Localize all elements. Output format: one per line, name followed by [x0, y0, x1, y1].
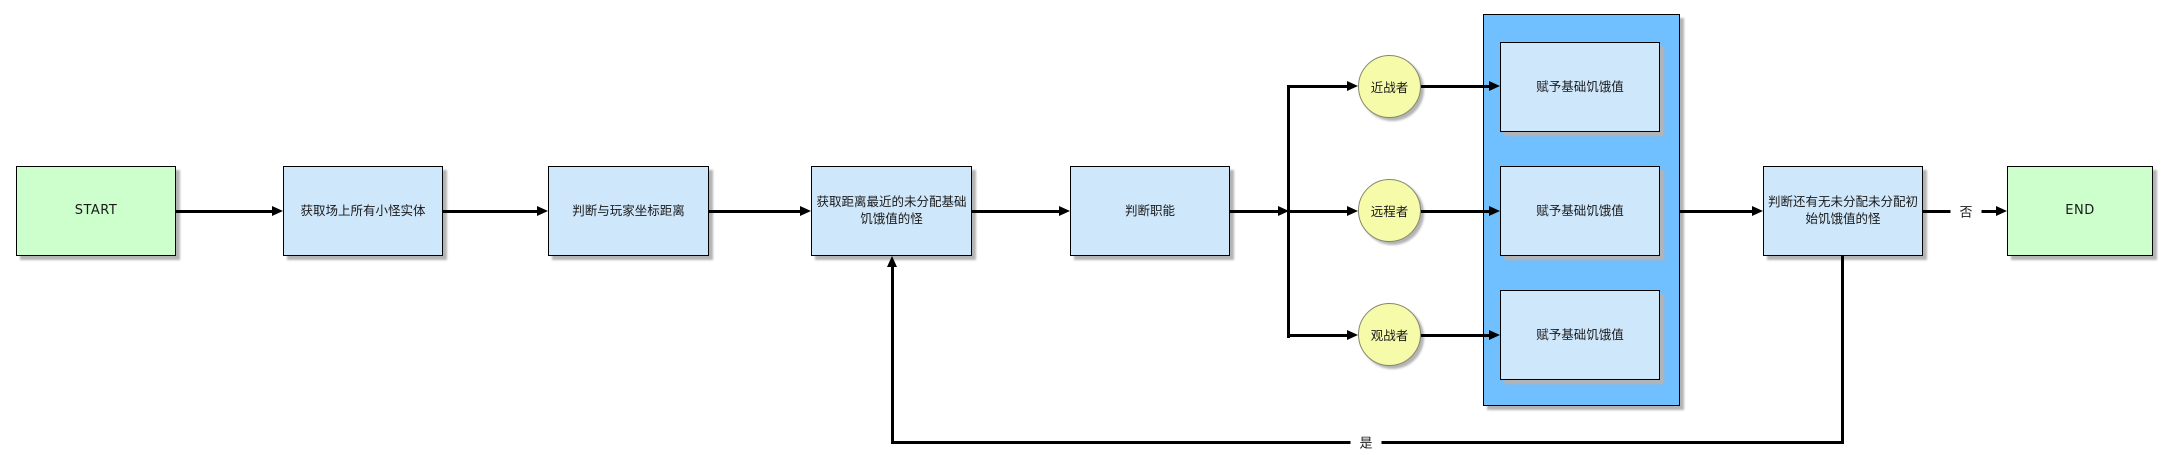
node-get-nearest-unassigned-label: 获取距离最近的未分配基础饥饿值的怪: [816, 194, 967, 226]
arrowhead-icon: [1752, 206, 1763, 216]
arrowhead-icon: [537, 206, 548, 216]
arrowhead-icon: [1489, 206, 1500, 216]
node-melee-label: 近战者: [1370, 80, 1409, 95]
node-spectator-label: 观战者: [1370, 328, 1409, 343]
node-get-nearest-unassigned[interactable]: 获取距离最近的未分配基础饥饿值的怪: [811, 166, 972, 256]
node-assign-hunger-ranged-label: 赋予基础饥饿值: [1536, 202, 1624, 218]
node-ranged-label: 远程者: [1370, 204, 1409, 219]
node-judge-player-distance-label: 判断与玩家坐标距离: [572, 202, 685, 218]
edge-junction-to-melee: [1289, 85, 1348, 88]
edge-ranged-to-assign: [1421, 210, 1490, 213]
node-end-label: END: [2065, 203, 2095, 219]
edge-spectator-to-assign: [1421, 334, 1490, 337]
edge-get-monsters-to-judge-distance: [443, 210, 538, 213]
branch-spine: [1287, 85, 1290, 338]
node-judge-remaining-label: 判断还有无未分配未分配初始饥饿值的怪: [1767, 194, 1918, 226]
edge-judge-distance-to-get-nearest: [709, 210, 801, 213]
arrowhead-icon: [272, 206, 283, 216]
arrowhead-icon: [1347, 330, 1358, 340]
arrowhead-icon: [1278, 206, 1289, 216]
edge-label-no: 否: [1950, 201, 1982, 221]
node-judge-role[interactable]: 判断职能: [1070, 166, 1230, 256]
node-judge-remaining[interactable]: 判断还有无未分配未分配初始饥饿值的怪: [1763, 166, 1923, 256]
edge-container-to-judge-remaining: [1680, 210, 1753, 213]
arrowhead-icon: [1489, 81, 1500, 91]
edge-start-to-get-monsters: [176, 210, 273, 213]
edge-melee-to-assign: [1421, 85, 1490, 88]
arrowhead-icon: [1489, 330, 1500, 340]
arrowhead-icon: [800, 206, 811, 216]
arrowhead-icon: [1996, 206, 2007, 216]
node-assign-hunger-melee[interactable]: 赋予基础饥饿值: [1500, 42, 1660, 132]
node-start-label: START: [74, 203, 118, 219]
node-ranged[interactable]: 远程者: [1358, 179, 1421, 242]
node-assign-hunger-melee-label: 赋予基础饥饿值: [1536, 78, 1624, 94]
node-get-all-monsters-label: 获取场上所有小怪实体: [300, 202, 426, 218]
node-judge-player-distance[interactable]: 判断与玩家坐标距离: [548, 166, 709, 256]
edge-label-yes: 是: [1350, 432, 1382, 452]
arrowhead-icon: [1347, 206, 1358, 216]
node-get-all-monsters[interactable]: 获取场上所有小怪实体: [283, 166, 443, 256]
arrowhead-icon: [1059, 206, 1070, 216]
edge-judge-role-to-junction: [1230, 210, 1279, 213]
node-start[interactable]: START: [16, 166, 176, 256]
edge-junction-to-spectator: [1289, 334, 1348, 337]
edge-get-nearest-to-judge-role: [972, 210, 1060, 213]
arrowhead-icon: [887, 256, 897, 267]
node-assign-hunger-ranged[interactable]: 赋予基础饥饿值: [1500, 166, 1660, 256]
edge-yes-loop-up: [891, 265, 894, 444]
edge-junction-to-ranged: [1289, 210, 1348, 213]
node-spectator[interactable]: 观战者: [1358, 303, 1421, 366]
arrowhead-icon: [1347, 81, 1358, 91]
node-end[interactable]: END: [2007, 166, 2153, 256]
node-assign-hunger-spectator-label: 赋予基础饥饿值: [1536, 326, 1624, 342]
node-melee[interactable]: 近战者: [1358, 55, 1421, 118]
node-assign-hunger-spectator[interactable]: 赋予基础饥饿值: [1500, 290, 1660, 380]
edge-yes-loop-down: [1841, 256, 1844, 444]
node-judge-role-label: 判断职能: [1124, 202, 1175, 218]
